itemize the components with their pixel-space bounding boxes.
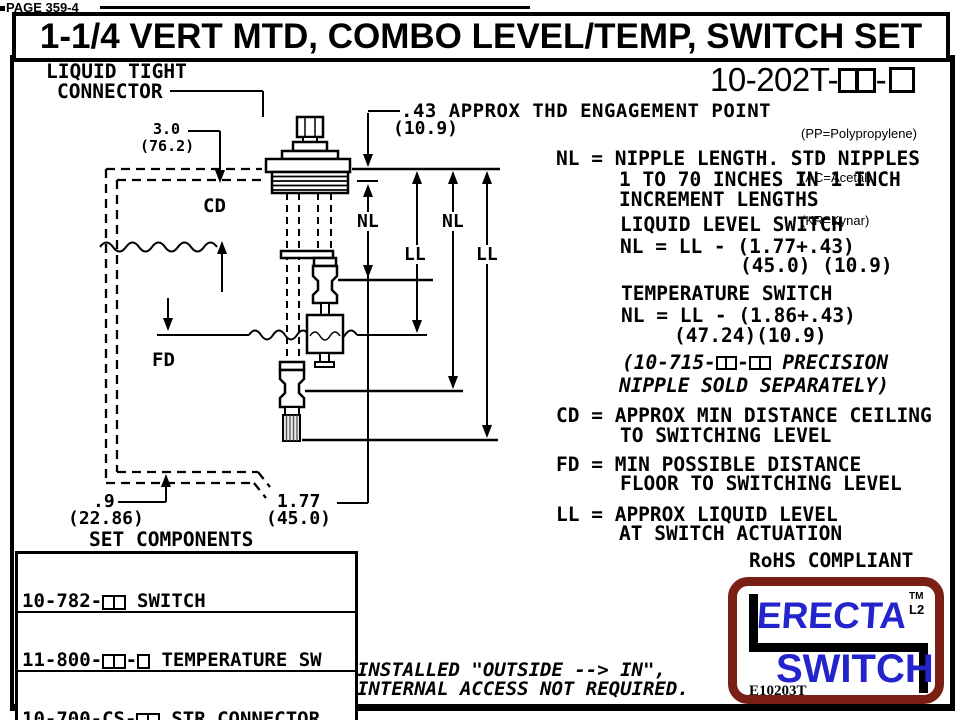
note-ts-mm: (47.24)(10.9) — [674, 324, 827, 347]
top-rule — [100, 6, 530, 9]
fd-label: FD — [152, 349, 175, 371]
table-row: 10-782- SWITCH — [18, 592, 355, 613]
part-code-text: - — [737, 351, 750, 374]
level-switch-assembly — [305, 256, 345, 368]
logo-stair-bar — [919, 643, 928, 693]
dim-22-86: (22.86) — [68, 508, 144, 529]
note-lls-mm: (45.0) (10.9) — [740, 254, 893, 277]
blank-digit-box — [855, 67, 876, 93]
connector-label-line2: CONNECTOR — [57, 80, 163, 103]
part-code-text: 11-800- — [22, 649, 103, 671]
blank-digit-box — [758, 356, 771, 370]
rohs-badge: RoHS COMPLIANT — [749, 549, 914, 572]
thd-engagement-note: .43 APPROX THD ENGAGEMENT POINT — [401, 100, 772, 122]
ll-label-2: LL — [474, 244, 500, 265]
blank-digit-box — [889, 67, 916, 93]
note-ts-formula: NL = LL - (1.86+.43) — [621, 304, 856, 327]
note-ll-line1: LL = APPROX LIQUID LEVEL — [556, 503, 838, 526]
nipple-pipe — [286, 193, 332, 361]
note-ts-title: TEMPERATURE SWITCH — [621, 282, 833, 305]
ll-label-1: LL — [402, 244, 428, 265]
logo-l-bar-horizontal — [749, 643, 928, 652]
nl-label-2: NL — [440, 211, 466, 232]
note-cd-line2: TO SWITCHING LEVEL — [620, 424, 832, 447]
material-ac: (AC=Acetal) — [801, 169, 872, 185]
dimension-lines — [118, 90, 488, 504]
part-code-text: SWITCH — [125, 590, 206, 612]
note-lls-title: LIQUID LEVEL SWITCH — [620, 213, 844, 236]
note-ll-line2: AT SWITCH ACTUATION — [619, 522, 843, 545]
page-title: 1-1/4 VERT MTD, COMBO LEVEL/TEMP, SWITCH… — [39, 17, 923, 56]
material-codes: (PP=Polypropylene) (AC=Acetal) (KR=Kynar… — [801, 98, 917, 258]
dimension-arrows — [161, 154, 492, 487]
blank-digit-box — [137, 653, 151, 669]
part-code-text: TEMPERATURE SW — [150, 649, 322, 671]
tank-outline — [104, 167, 271, 499]
thd-engagement-mm: (10.9) — [393, 118, 459, 139]
top-edge-tick — [0, 6, 5, 11]
part-code-text: - — [875, 61, 887, 98]
blank-digit-box — [112, 653, 126, 669]
mounting-fitting — [264, 115, 352, 260]
logo-l2-mark: L2 — [909, 602, 925, 617]
dim-76-2: (76.2) — [140, 137, 195, 155]
dim-0-9: .9 — [93, 491, 115, 512]
installed-note-line2: INTERNAL ACCESS NOT REQUIRED. — [357, 678, 689, 700]
part-code-text: 10-700-CS- — [22, 708, 137, 720]
note-lls-formula: NL = LL - (1.77+.43) — [620, 235, 855, 258]
logo-switch-text: SWITCH — [776, 647, 934, 691]
logo-tm-mark: TM — [909, 591, 924, 602]
set-components-table: 10-782- SWITCH 11-800-- TEMPERATURE SW 1… — [15, 551, 358, 720]
material-kr: (KR=Kynar) — [801, 213, 870, 228]
note-fd-line1: FD = MIN POSSIBLE DISTANCE — [556, 453, 862, 476]
part-code-text: PRECISION — [770, 351, 889, 374]
page-number-label: PAGE 359-4 — [6, 0, 79, 15]
note-nl-line1: NL = NIPPLE LENGTH. STD NIPPLES — [556, 147, 920, 170]
cd-label: CD — [203, 195, 226, 217]
set-components-heading: SET COMPONENTS — [89, 528, 254, 551]
dim-1-77: 1.77 — [277, 491, 321, 512]
nl-label-1: NL — [355, 211, 381, 232]
liquid-level-lines — [99, 241, 427, 341]
table-row: 11-800-- TEMPERATURE SW — [18, 651, 355, 672]
blank-digit-box — [146, 712, 160, 720]
installed-note-line1: INSTALLED "OUTSIDE --> IN", — [357, 659, 666, 681]
logo-code: E10203T — [749, 683, 807, 699]
part-code-text: - — [125, 649, 138, 671]
blank-digit-box — [725, 356, 738, 370]
dim-3-0: 3.0 — [153, 120, 181, 138]
note-precision-line2: NIPPLE SOLD SEPARATELY) — [619, 374, 890, 397]
part-code-text: 10-202T- — [710, 61, 839, 98]
temp-probe-assembly — [278, 360, 306, 442]
note-fd-line2: FLOOR TO SWITCHING LEVEL — [620, 472, 902, 495]
note-cd-line1: CD = APPROX MIN DISTANCE CEILING — [556, 404, 932, 427]
part-code-text: 10-782- — [22, 590, 103, 612]
note-precision-line1: (10-715-- PRECISION — [622, 353, 888, 373]
title-bar: 1-1/4 VERT MTD, COMBO LEVEL/TEMP, SWITCH… — [12, 12, 950, 62]
part-code-text: (10-715- — [622, 351, 716, 374]
drawing-frame — [10, 55, 955, 711]
connector-label-line1: LIQUID TIGHT — [46, 60, 187, 83]
table-row: 10-700-CS- STR CONNECTOR — [18, 710, 355, 720]
logo-l-bar-vertical — [749, 594, 758, 652]
dim-45-0: (45.0) — [266, 508, 332, 529]
blank-digit-box — [112, 594, 126, 610]
note-nl-line3: INCREMENT LENGTHS — [619, 188, 819, 211]
logo-erecta-text: ERECTA — [755, 595, 908, 636]
note-nl-line2: 1 TO 70 INCHES IN 1 INCH — [619, 168, 901, 191]
erecta-switch-logo: ERECTA TM L2 SWITCH E10203T — [728, 577, 944, 704]
material-pp: (PP=Polypropylene) — [801, 126, 917, 141]
part-number: 10-202T-- — [710, 61, 916, 98]
part-code-text: STR CONNECTOR — [159, 708, 321, 720]
